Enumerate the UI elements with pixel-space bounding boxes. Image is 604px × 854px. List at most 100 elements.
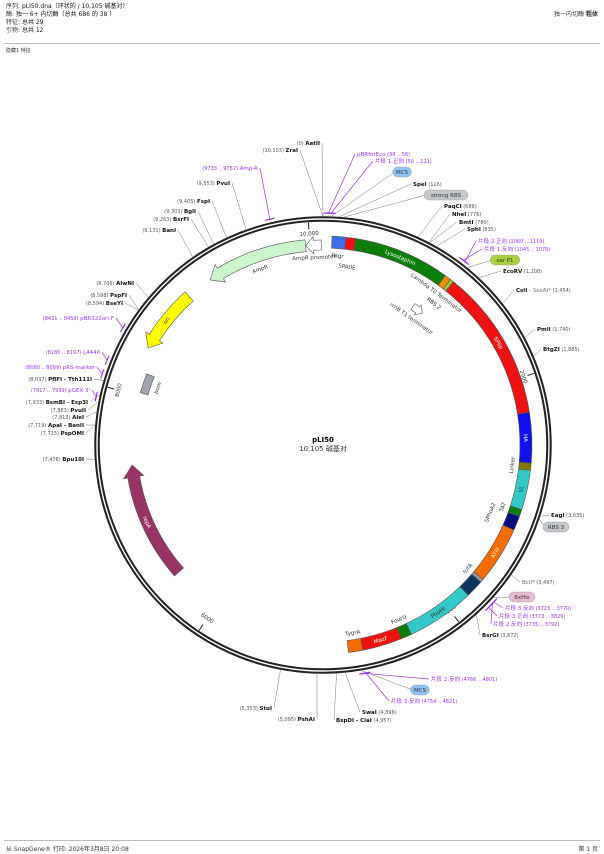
tick-label: 10,000 [299, 231, 319, 238]
primer-line [493, 601, 504, 609]
site-name: AlwNI [116, 281, 134, 287]
site-position: (7,883) [51, 408, 71, 414]
feature-pill-label: RBS 3 [548, 525, 565, 531]
site-csii: CsiI - SexAI* (1,454) [516, 288, 571, 294]
primer-mark [360, 671, 371, 675]
site-name: CsiI [516, 288, 527, 294]
primer-label: 片段 3.反向 (3723 .. 3770) [505, 604, 571, 612]
primer-line [259, 167, 271, 220]
primer-name: 片段 2.正向 [478, 237, 507, 245]
site-name: SphI [467, 227, 481, 233]
primer-mark [94, 391, 98, 402]
primer-name: 片段 2.反向 [493, 620, 522, 628]
feature-pill [542, 521, 570, 533]
pill-line [493, 596, 512, 598]
header-features: 特征: 总共 29 [6, 19, 128, 27]
pill-line [361, 670, 413, 691]
primer-range: (1045 .. 1079) [513, 247, 550, 253]
primer-range: (3723 .. 3770) [534, 606, 571, 612]
site-swai: SwaI (4,896) [362, 710, 397, 716]
site-position: (9,131) [142, 228, 162, 234]
primers-value: 总共 12 [21, 27, 44, 34]
enzymes-value: 独一 6+ 内切酶（总共 686 的 38 ） [15, 11, 116, 18]
site-name: EcoRV [503, 269, 523, 275]
site-position: (4,896) [377, 710, 397, 716]
feature-label-tygra: TygrA [344, 629, 361, 638]
site-line [211, 200, 227, 238]
site-position: (4,957) [372, 718, 392, 724]
site-sphi: SphI (835) [467, 227, 496, 233]
site-name: BglI [184, 209, 196, 215]
primer-range: (8080 .. 8099) [25, 365, 62, 371]
site-name: BmtI [459, 220, 474, 226]
feature-bom [139, 373, 155, 396]
feature-label-vl: VL [518, 484, 526, 493]
feature-pill-label: sar P1 [496, 258, 513, 264]
site-ecorv: EcoRV (1,208) [503, 269, 542, 275]
primer-range: (1060 .. 1119) [507, 239, 544, 245]
site-position: (9,303) [164, 209, 184, 215]
primer-range: (38 .. 56) [386, 152, 411, 158]
feature-label-sphoa2: SPhoA2 [484, 502, 497, 524]
site-name: BsmBI - Esp3I [46, 400, 88, 406]
primer-mark [104, 355, 110, 366]
site-zrai: (10,103) ZraI [263, 148, 298, 154]
feature-label-spatle: SPAtlE [338, 263, 356, 271]
site-eagi: EagI (3,035) [551, 513, 584, 519]
site-line [197, 210, 214, 244]
feature-pill [410, 684, 430, 696]
site-name: AleI [72, 415, 84, 421]
legend-note: 独一内切酶 粗体 [554, 9, 598, 18]
primer-line [328, 153, 356, 214]
site-position: (116) [427, 182, 442, 188]
site-line [339, 183, 412, 217]
site-line [333, 673, 337, 721]
site-position: (8,706) [96, 281, 116, 287]
primer-mark [488, 599, 497, 608]
site-bsmbi-esp3i: (7,933) BsmBI - Esp3I [26, 400, 88, 406]
site-name: PspOMI [61, 431, 84, 437]
tick-label: 6000 [199, 612, 214, 625]
feature-label-ori: ori [163, 316, 172, 326]
primer-range: (4766 .. 4801) [460, 677, 497, 683]
site-position: (7,478) [42, 457, 62, 463]
primer-label: 片段 3.反向 (4754 .. 4821) [391, 697, 457, 705]
primer-name: 片段 1.反向 [484, 245, 513, 253]
primer-label: (8431 .. 8450) pBR322ori-F [43, 316, 114, 322]
site-line [273, 669, 281, 709]
feature-label-fouru: FourU [391, 614, 408, 626]
site-pvuii: (7,883) PvuII [51, 408, 86, 414]
footer-print-info: 从 SnapGene® 打印: 2026年3月8日 20:08 [6, 846, 129, 853]
feature-label-linker: Linker [509, 456, 517, 474]
site-position: (1,208) [522, 269, 542, 275]
header-sequence: 序列: pLI50.dna（环状的 / 10,105 碱基对） [6, 3, 128, 11]
site-position: (3,035) [564, 513, 584, 519]
primer-label: pBRforEco (38 .. 56) [357, 152, 410, 158]
primer-mark [264, 217, 275, 221]
site-name: PvuI [216, 181, 230, 187]
primer-label: (8080 .. 8099) pRS-marker [25, 365, 95, 371]
primer-range: (56 .. 121) [404, 159, 432, 165]
site-position: (1,454) [551, 288, 571, 294]
primer-mark [119, 323, 126, 333]
site-pflfi-tth111i: (8,037) PflFI - Tth111I [28, 377, 92, 383]
primer-line [365, 672, 390, 702]
site-position: (7,813) [52, 415, 72, 421]
feature-pill [392, 166, 412, 178]
primer-name: 片段 3.反向 [391, 697, 420, 705]
site-line [429, 213, 451, 243]
site-line [502, 289, 515, 304]
primer-range: (4754 .. 4821) [420, 699, 457, 705]
site-position: (3,872) [499, 633, 519, 639]
site-bmti: BmtI (780) [459, 220, 489, 226]
tick-label: 2000 [518, 370, 528, 386]
site-position: (9,405) [177, 199, 197, 205]
site-position: (7,933) [26, 400, 46, 406]
site-line [93, 378, 104, 381]
primer-name: pBR322ori-F [80, 316, 114, 322]
site-name: PmlI [537, 327, 551, 333]
legend-text: 独一内切酶 [554, 11, 585, 18]
primer-name: pGEX 3' [68, 388, 90, 394]
label-lines [85, 142, 550, 721]
